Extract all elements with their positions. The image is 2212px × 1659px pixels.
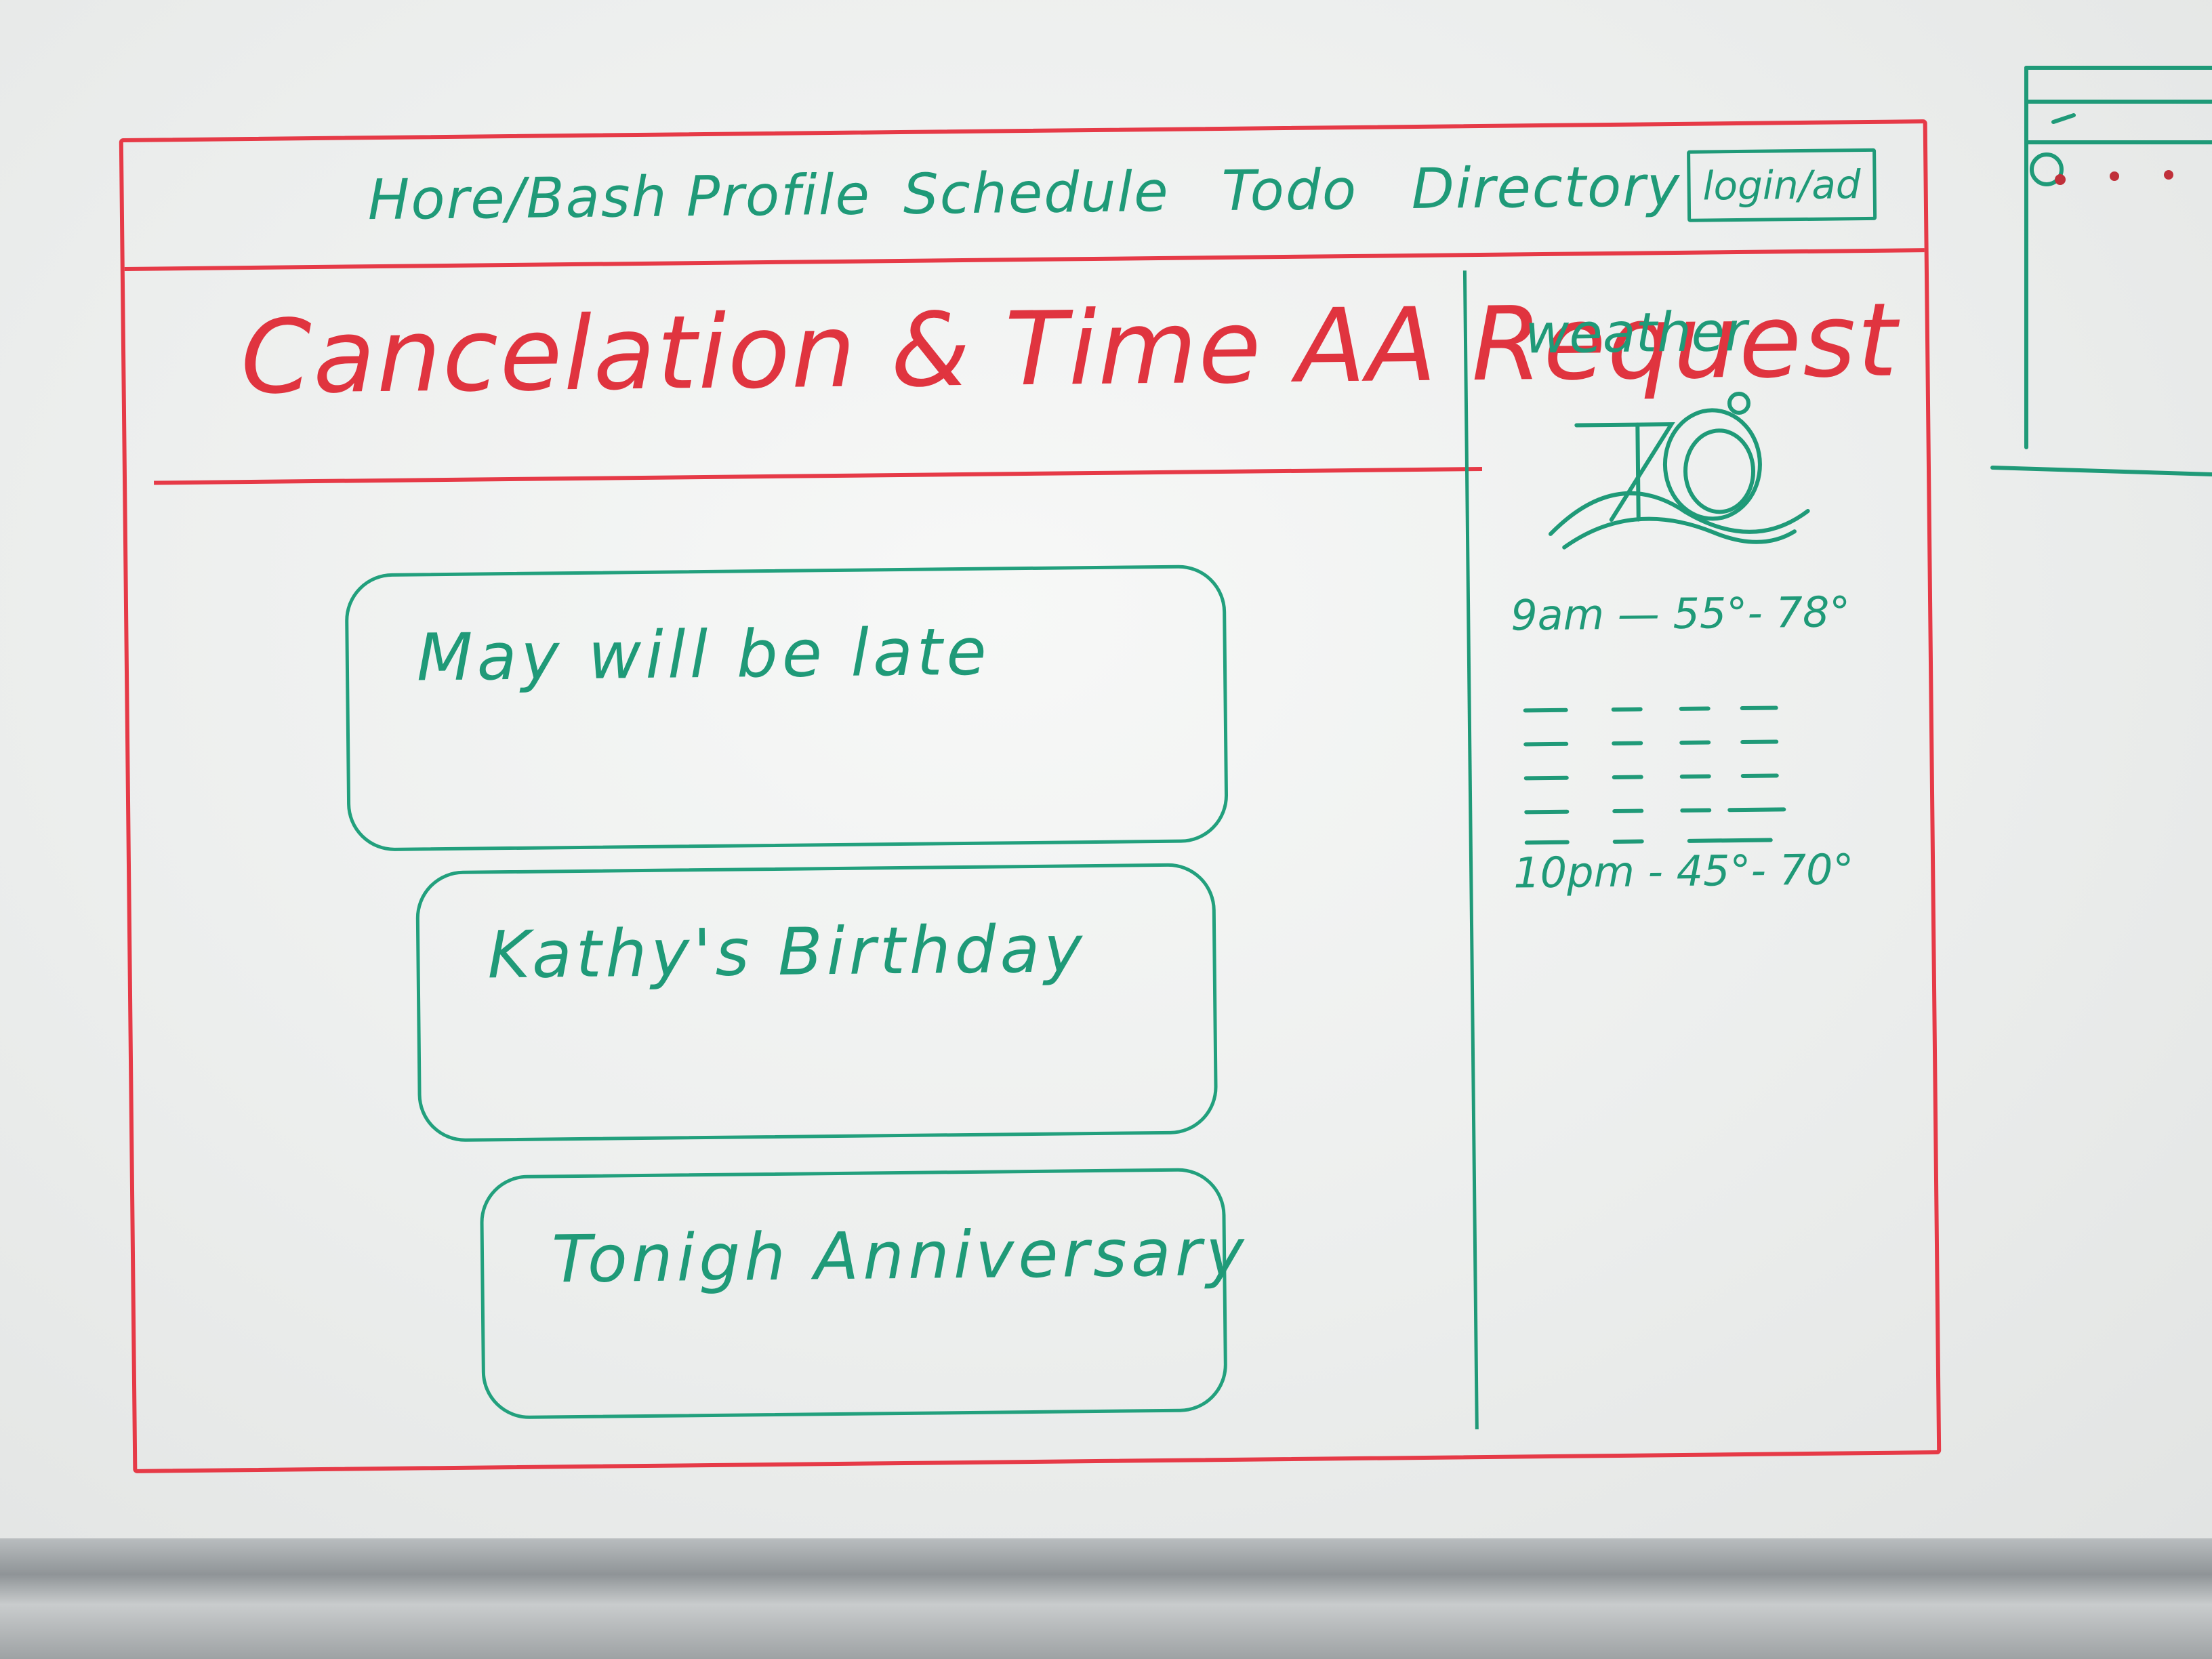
calendar-sketch: [1990, 66, 2212, 476]
weather-hourly-placeholder: [1523, 705, 1786, 845]
event-card[interactable]: May will be late: [344, 564, 1229, 852]
nav-todo[interactable]: Todo: [1221, 157, 1358, 224]
weather-title: weather: [1524, 300, 1748, 366]
event-card-text: May will be late: [416, 613, 991, 696]
nav-directory[interactable]: Directory: [1411, 154, 1681, 222]
whiteboard: Hore/Bash Profile Schedule Todo Director…: [0, 0, 2212, 1538]
weather-icon: [1548, 392, 1810, 550]
event-card-text: Kathy's Birthday: [487, 911, 1087, 994]
weather-evening: 10pm - 45°- 70°: [1513, 844, 1854, 898]
event-card-text: Tonigh Anniversary: [551, 1214, 1249, 1298]
login-button[interactable]: login/ad: [1686, 148, 1877, 222]
title-divider: [154, 466, 1483, 485]
weather-morning: 9am — 55°- 78°: [1510, 587, 1851, 640]
whiteboard-tray: [0, 1538, 2212, 1659]
app-window: Hore/Bash Profile Schedule Todo Director…: [119, 119, 1942, 1473]
nav-profile[interactable]: Profile: [686, 163, 872, 230]
nav-schedule[interactable]: Schedule: [903, 159, 1170, 227]
top-navbar: Hore/Bash Profile Schedule Todo Director…: [123, 123, 1925, 271]
event-card[interactable]: Tonigh Anniversary: [479, 1168, 1248, 1420]
event-card[interactable]: Kathy's Birthday: [415, 863, 1218, 1143]
nav-home-dash[interactable]: Hore/Bash: [367, 165, 669, 233]
sidebar-divider: [1462, 270, 1479, 1430]
